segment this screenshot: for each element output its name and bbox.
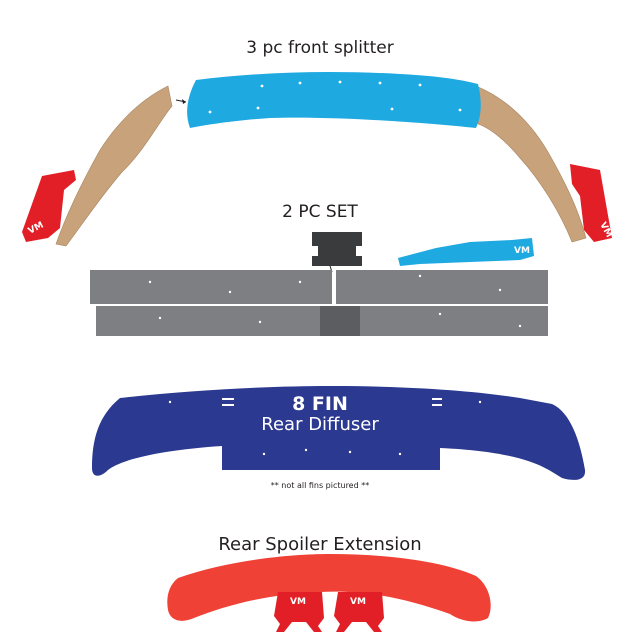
spoiler-label: Rear Spoiler Extension xyxy=(218,534,422,555)
diffuser-name-label: Rear Diffuser xyxy=(261,414,379,435)
diffuser-note: ** not all fins pictured ** xyxy=(270,481,370,490)
side-skirt-holes xyxy=(148,274,522,328)
diffuser-holes xyxy=(168,398,482,456)
endplate-right xyxy=(570,164,612,242)
diffuser-count-label: 8 FIN xyxy=(292,393,348,415)
splitter-right-wing xyxy=(475,85,587,243)
rear-diffuser xyxy=(92,386,586,480)
splitter-center xyxy=(187,72,481,128)
side-skirt-brace xyxy=(398,238,534,266)
splitter-center-holes xyxy=(208,80,462,114)
front-splitter-label: 3 pc front splitter xyxy=(246,38,394,58)
splitter-left-wing xyxy=(55,85,173,247)
side-skirt-bracket-under xyxy=(320,306,360,336)
spoiler-bracket-right xyxy=(334,592,384,632)
rear-spoiler-extension xyxy=(167,554,491,622)
spoiler-bracket-left xyxy=(274,592,324,632)
side-skirt-top-right xyxy=(336,270,548,304)
side-skirt-top-left xyxy=(90,270,332,304)
vm-logo: VM xyxy=(290,597,306,607)
vm-logo: VM xyxy=(350,597,366,607)
side-set-label: 2 PC SET xyxy=(282,202,358,222)
endplate-left xyxy=(22,170,76,242)
vm-logo: VM xyxy=(514,246,530,256)
side-skirt-bracket xyxy=(312,232,362,266)
